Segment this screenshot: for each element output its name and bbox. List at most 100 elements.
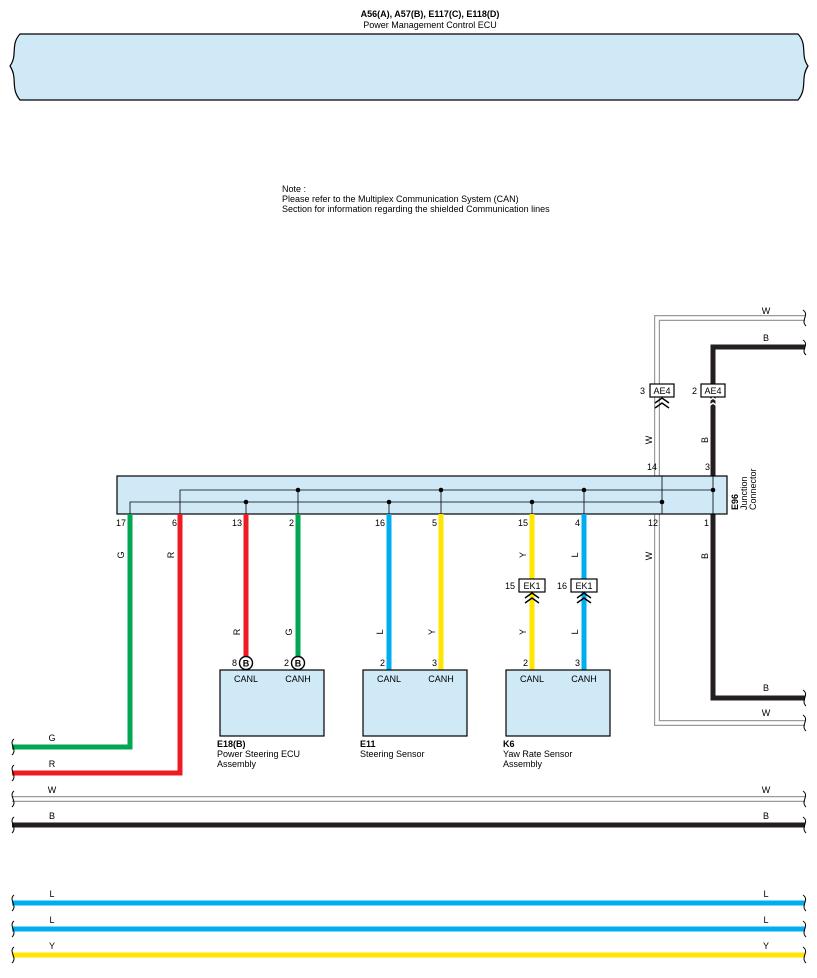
wire-label-l-k6-top: L xyxy=(570,552,580,557)
wire-label-b-bottom-right: B xyxy=(763,811,769,821)
e18-code: E18(B) xyxy=(217,739,246,749)
wire-label-l1-right: L xyxy=(763,889,768,899)
component-e18 xyxy=(219,669,325,737)
junction-code: E96 xyxy=(730,494,740,510)
junction-name-2: Connector xyxy=(748,468,758,510)
k6-canl-label: CANL xyxy=(520,674,544,684)
pin-4: 4 xyxy=(575,518,580,528)
wire-label-b-bottom-left: B xyxy=(49,811,55,821)
junction-connector-e96 xyxy=(116,475,728,515)
wire-label-g-vert: G xyxy=(116,551,126,558)
component-e11 xyxy=(362,669,468,737)
wire-label-w-vert-2: W xyxy=(644,551,654,560)
wire-label-r-e18: R xyxy=(232,628,242,635)
wire-label-g-horiz: G xyxy=(48,733,55,743)
note-line-3: Section for information regarding the sh… xyxy=(282,204,550,214)
pin-15: 15 xyxy=(518,518,528,528)
e18-canl-circle-text: B xyxy=(243,659,250,669)
junction-bottom-pins: 17 6 13 2 16 5 15 4 12 1 xyxy=(116,518,709,528)
connector-ek1-y-label: EK1 xyxy=(523,581,540,591)
note-line-2: Please refer to the Multiplex Communicat… xyxy=(282,194,519,204)
pin-2: 2 xyxy=(289,518,294,528)
e18-canl-terminal-icon xyxy=(238,655,254,671)
connector-ek1-l-pin: 16 xyxy=(557,581,567,591)
connector-ek1-y-pin: 15 xyxy=(505,581,515,591)
wire-label-b-bottom: B xyxy=(763,683,769,693)
connector-ae4-b xyxy=(700,383,726,398)
k6-code: K6 xyxy=(503,739,515,749)
junction-name-1: Junction xyxy=(739,476,749,510)
e11-canl-pin: 2 xyxy=(380,658,385,668)
note-line-1: Note : xyxy=(282,184,306,194)
connector-ek1-l-arrow-icon xyxy=(576,592,592,604)
connector-ae4-b-label: AE4 xyxy=(704,386,721,396)
e18-canl-label: CANL xyxy=(234,674,258,684)
wire-label-l-e11: L xyxy=(375,629,385,634)
e11-name-1: Steering Sensor xyxy=(360,749,425,759)
pin-13: 13 xyxy=(232,518,242,528)
connector-ek1-y xyxy=(518,578,546,593)
ecu-name: Power Management Control ECU xyxy=(363,20,497,30)
wire-label-w-vert-1: W xyxy=(644,435,654,444)
wire-label-w-bottom-right: W xyxy=(762,785,771,795)
k6-canh-label: CANH xyxy=(571,674,597,684)
pin-12: 12 xyxy=(648,518,658,528)
pin-17: 17 xyxy=(116,518,126,528)
wire-label-y-k6-bottom: Y xyxy=(518,629,528,635)
connector-ae4-b-arrow-icon xyxy=(705,397,721,409)
ecu-body xyxy=(9,33,809,101)
pin-16: 16 xyxy=(375,518,385,528)
wire-label-w-bottom: W xyxy=(762,708,771,718)
k6-canh-pin: 3 xyxy=(575,658,580,668)
ecu-connector-codes: A56(A), A57(B), E117(C), E118(D) xyxy=(361,9,500,19)
e18-name-2: Assembly xyxy=(217,759,257,769)
pin-5: 5 xyxy=(432,518,437,528)
e18-canh-terminal-icon xyxy=(290,655,306,671)
pin-6: 6 xyxy=(172,518,177,528)
wire-b-right xyxy=(710,344,805,701)
wire-label-r-horiz: R xyxy=(49,759,56,769)
wire-label-w-top: W xyxy=(762,306,771,316)
wire-w-right-outer xyxy=(654,315,805,726)
connector-ek1-y-arrow-icon xyxy=(524,592,540,604)
connector-ae4-w-arrow-icon xyxy=(654,397,670,409)
junction-pin-3: 3 xyxy=(705,462,710,472)
connector-ae4-w xyxy=(649,383,675,398)
e11-canh-label: CANH xyxy=(428,674,454,684)
e11-canl-label: CANL xyxy=(377,674,401,684)
e18-canh-pin: 2 xyxy=(284,658,289,668)
e18-canh-circle-text: B xyxy=(295,659,302,669)
wire-label-b-vert-1: B xyxy=(700,437,710,443)
wire-r-left xyxy=(12,514,183,776)
wire-label-y-left: Y xyxy=(49,941,55,951)
wire-break-symbols xyxy=(11,738,807,964)
wire-label-l2-right: L xyxy=(763,915,768,925)
wire-label-g-e18: G xyxy=(284,628,294,635)
wire-label-l1-left: L xyxy=(49,889,54,899)
connector-ae4-w-label: AE4 xyxy=(653,386,670,396)
wire-label-y-e11: Y xyxy=(427,629,437,635)
connector-ae4-w-pin: 3 xyxy=(640,386,645,396)
e11-code: E11 xyxy=(360,739,376,749)
e11-canh-pin: 3 xyxy=(432,658,437,668)
wire-label-l-k6-bottom: L xyxy=(570,629,580,634)
wire-label-w-bottom-left: W xyxy=(48,785,57,795)
component-k6 xyxy=(505,669,611,737)
wire-label-l2-left: L xyxy=(49,915,54,925)
pin-1: 1 xyxy=(704,518,709,528)
e18-name-1: Power Steering ECU xyxy=(217,749,300,759)
k6-name-1: Yaw Rate Sensor xyxy=(503,749,572,759)
wire-label-y-right: Y xyxy=(763,941,769,951)
wire-g-left xyxy=(12,514,133,750)
e18-canl-pin: 8 xyxy=(232,658,237,668)
wire-label-b-top: B xyxy=(763,333,769,343)
junction-pin-14: 14 xyxy=(647,462,657,472)
wire-label-y-k6-top: Y xyxy=(518,552,528,558)
k6-canl-pin: 2 xyxy=(523,658,528,668)
wire-label-b-vert-2: B xyxy=(700,553,710,559)
connector-ek1-l-label: EK1 xyxy=(575,581,592,591)
connector-ae4-b-pin: 2 xyxy=(692,386,697,396)
k6-name-2: Assembly xyxy=(503,759,543,769)
e18-canh-label: CANH xyxy=(285,674,311,684)
